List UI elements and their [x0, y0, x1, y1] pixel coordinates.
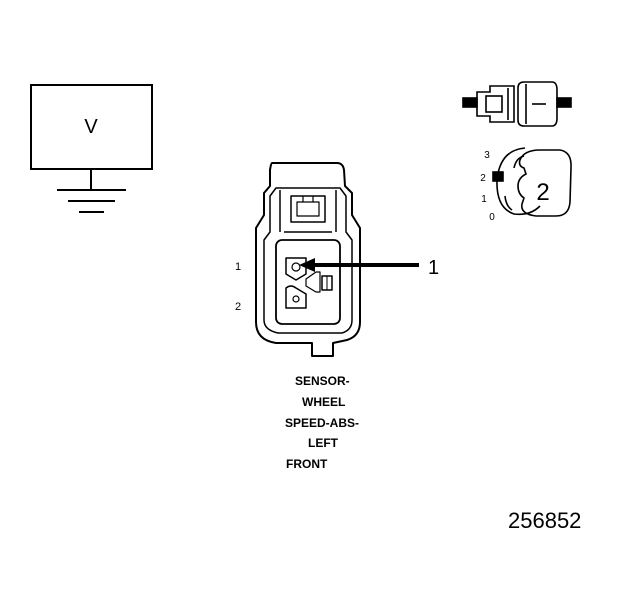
dial-key-body [517, 149, 572, 217]
connector-key [305, 271, 321, 293]
scale-label-1: 1 [481, 194, 487, 205]
connector-illustration [255, 162, 361, 357]
connector-latch-detail [296, 196, 320, 217]
connector-inner-body [263, 187, 353, 334]
component-box-label: V [84, 116, 98, 138]
callout-arrow [299, 258, 419, 272]
terminal-cavity [275, 239, 341, 325]
plug-half [476, 85, 515, 123]
socket-half [517, 81, 558, 127]
callout-number: 1 [428, 257, 439, 279]
caption-line-5: FRONT [286, 457, 328, 471]
caption-line-4: LEFT [308, 436, 339, 450]
pin-label-1: 1 [235, 261, 241, 273]
position-indicator [492, 147, 572, 217]
dial-indicator-mark [492, 171, 504, 182]
scale-label-2: 2 [480, 173, 486, 184]
caption-line-3: SPEED-ABS- [285, 416, 359, 430]
pin-label-2: 2 [235, 301, 241, 313]
caption-line-1: SENSOR- [295, 374, 350, 388]
pin-1-cavity [285, 257, 307, 281]
wire-stub-left [462, 97, 478, 108]
pin-2-cavity [285, 285, 307, 309]
pin-2-terminal [292, 295, 300, 303]
caption-line-2: WHEEL [302, 395, 345, 409]
connector-caption: SENSOR- WHEEL SPEED-ABS- LEFT FRONT [285, 374, 359, 471]
mating-connector-pair [462, 81, 572, 127]
pin-1-terminal [291, 262, 301, 272]
ground-symbol: V [30, 84, 153, 213]
dial-key-slot [504, 155, 525, 211]
plug-half-window [485, 95, 503, 113]
connector-latch [290, 195, 326, 223]
wire-stub-right [556, 97, 572, 108]
callout-arrow-head [299, 258, 315, 272]
dial-back-disc [496, 147, 541, 216]
figure-number: 256852 [508, 508, 581, 533]
scale-label-0: 0 [489, 212, 495, 223]
scale-label-3: 3 [484, 150, 490, 161]
connector-outer-body [255, 162, 361, 357]
key-label: 2 [536, 179, 549, 206]
